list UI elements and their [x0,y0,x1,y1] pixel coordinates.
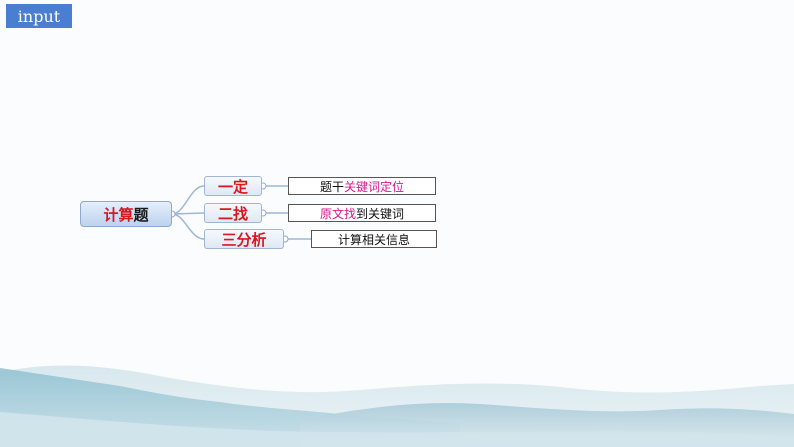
connector-root-branch-2 [171,212,205,215]
leaf-node-2: 原文找到关键词 [288,204,436,222]
connector-root-branch-1 [171,185,205,215]
root-node: 计算题 [80,201,172,227]
leaf-2-highlight: 原文找 [319,206,356,221]
leaf-node-1: 题干关键词定位 [288,177,436,195]
branch-node-2: 二找 [204,203,262,223]
root-node-rest: 题 [133,205,149,224]
input-label-tag: input [6,4,72,28]
branch-node-1: 一定 [204,176,262,196]
leaf-2-text-after: 到关键词 [356,206,405,221]
root-node-highlight: 计算 [103,205,134,224]
leaf-1-text-before: 题干 [319,179,344,194]
branch-node-3: 三分析 [204,229,284,249]
leaf-3-text: 计算相关信息 [337,232,410,247]
connector-root-branch-3 [171,213,205,240]
leaf-node-3: 计算相关信息 [311,230,437,248]
leaf-1-highlight: 关键词定位 [344,179,405,194]
